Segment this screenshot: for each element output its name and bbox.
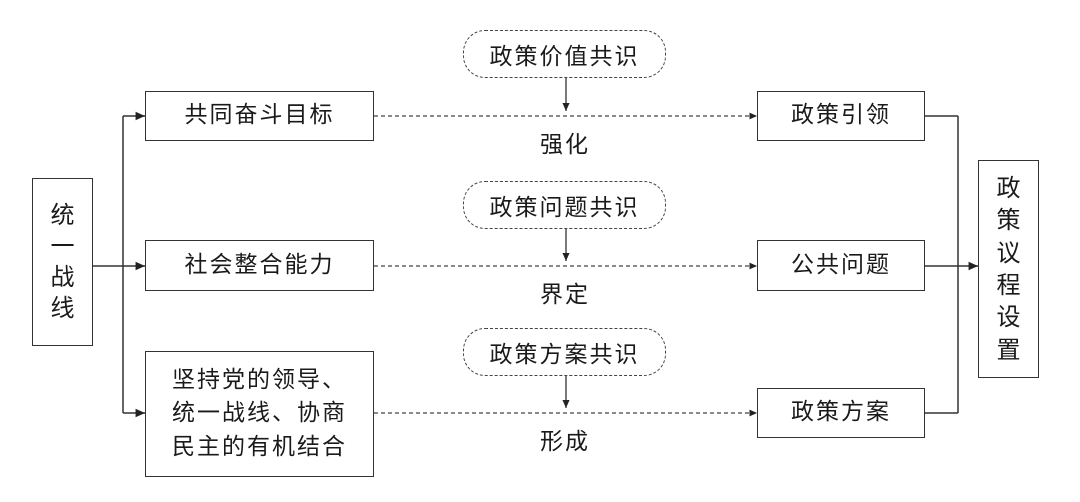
source-node: 统一战线 (32, 178, 93, 346)
consensus-node-3: 政策方案共识 (463, 328, 666, 376)
outcome-label-3: 政策方案 (791, 399, 891, 426)
consensus-label-2: 政策问题共识 (489, 195, 640, 221)
outcome-label-2: 公共问题 (791, 251, 891, 278)
consensus-label-1: 政策价值共识 (489, 44, 640, 70)
factor-node-3: 坚持党的领导、 统一战线、协商 民主的有机结合 (145, 351, 374, 477)
target-label: 政策议程设置 (996, 173, 1021, 364)
factor-node-2: 社会整合能力 (145, 240, 374, 291)
factor-label-3: 坚持党的领导、 统一战线、协商 民主的有机结合 (172, 366, 347, 460)
consensus-label-3: 政策方案共识 (489, 342, 640, 368)
action-label-1: 强化 (540, 125, 590, 159)
outcome-node-3: 政策方案 (757, 388, 925, 438)
factor-node-1: 共同奋斗目标 (145, 91, 374, 141)
outcome-node-1: 政策引领 (757, 91, 925, 141)
outcome-label-1: 政策引领 (791, 102, 891, 129)
outcome-node-2: 公共问题 (757, 240, 925, 291)
factor-label-1: 共同奋斗目标 (184, 102, 335, 129)
action-label-3: 形成 (540, 422, 590, 456)
consensus-node-1: 政策价值共识 (463, 30, 666, 78)
consensus-node-2: 政策问题共识 (463, 181, 666, 229)
target-node: 政策议程设置 (978, 160, 1039, 378)
action-label-2: 界定 (540, 275, 590, 309)
source-label: 统一战线 (50, 200, 75, 323)
factor-label-2: 社会整合能力 (184, 251, 335, 278)
